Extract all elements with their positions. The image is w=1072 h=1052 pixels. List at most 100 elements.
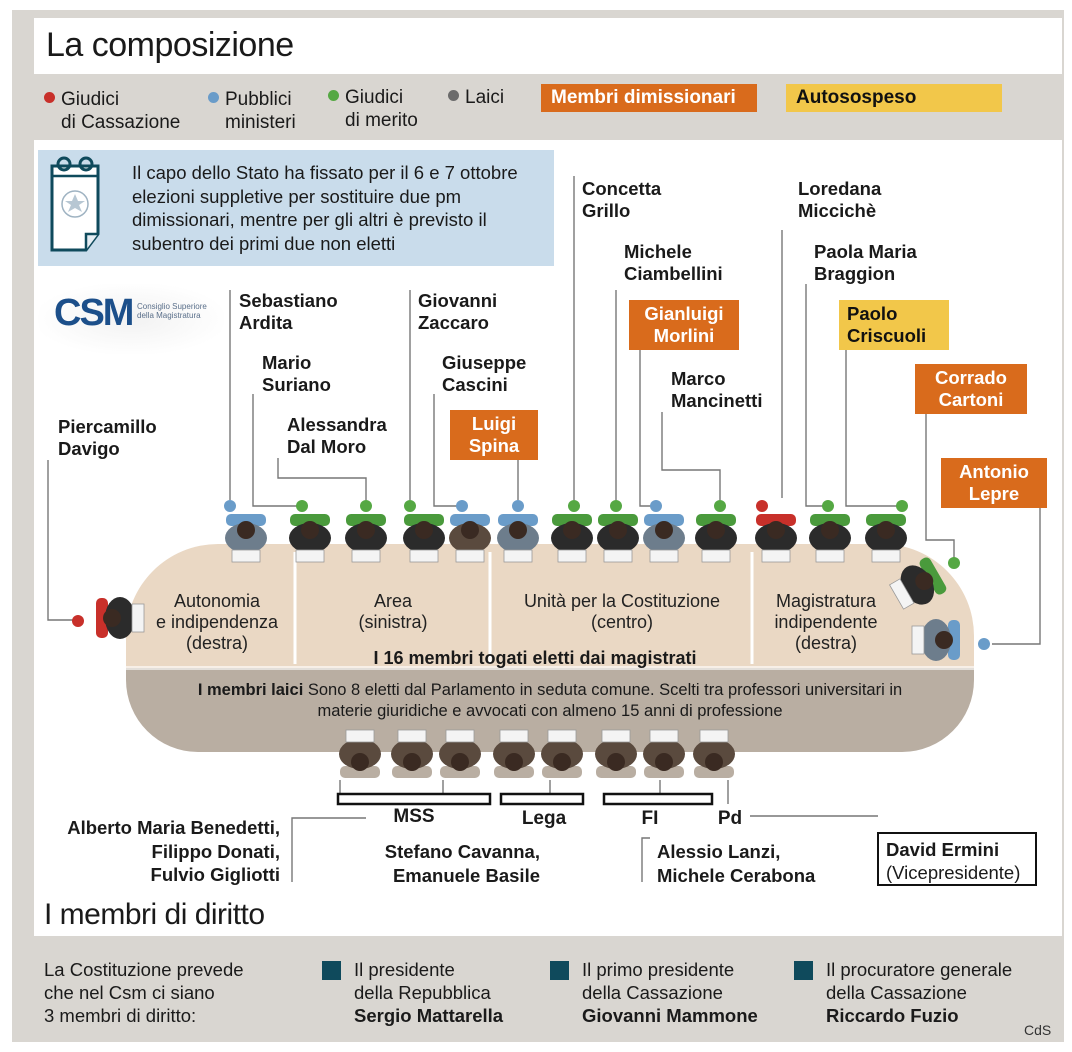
role-dot-icon (650, 500, 662, 512)
party-lega: Lega (521, 808, 567, 829)
ermini-name: David Ermini (886, 839, 1000, 860)
seated-member-icon (345, 514, 387, 563)
member-lepre: Antonio Lepre (941, 458, 1047, 508)
connector-lines (47, 176, 1041, 882)
seated-member-icon (497, 514, 539, 563)
member-cascini: Giuseppe Cascini (442, 352, 527, 395)
seated-member-icon (391, 729, 433, 778)
member-dalmoro: Alessandra Dal Moro (287, 414, 387, 457)
laici-lega-names: Stefano Cavanna, Emanuele Basile (384, 841, 540, 886)
seated-member-icon (551, 514, 593, 563)
gray-dot-icon (448, 90, 459, 101)
csm-logo-sub: Consiglio Superiore della Magistratura (137, 302, 207, 320)
diritto-name-3: Riccardo Fuzio (826, 1005, 959, 1026)
ermini-role: (Vicepresidente) (886, 862, 1021, 883)
green-dot-icon (328, 90, 339, 101)
laici-description: I membri laici Sono 8 eletti dal Parlame… (190, 680, 910, 722)
seated-member-icon (865, 514, 907, 563)
note-box (38, 150, 554, 266)
seated-member-icon (541, 729, 583, 778)
member-criscuoli: Paolo Criscuoli (839, 300, 949, 350)
laici-mss-names: Alberto Maria Benedetti, Filippo Donati,… (67, 817, 280, 885)
seated-member-icon (96, 597, 145, 639)
role-dot-icon (978, 638, 990, 650)
role-dot-icon (756, 500, 768, 512)
csm-logo (38, 284, 224, 354)
role-dot-icon (948, 557, 960, 569)
seated-member-icon (597, 514, 639, 563)
page-title: La composizione (46, 26, 294, 64)
seated-member-icon (643, 729, 685, 778)
role-dot-icon (360, 500, 372, 512)
role-dot-icon (72, 615, 84, 627)
diritto-item-2: Il primo presidente della Cassazione Gio… (550, 958, 758, 1027)
seated-member-icon (889, 557, 947, 610)
legend-pm: Pubblici ministeri (208, 88, 296, 134)
section-unicost: Unità per la Costituzione (centro) (523, 591, 721, 632)
legend-laici: Laici (448, 86, 504, 109)
role-dot-icon (822, 500, 834, 512)
seated-member-icon (695, 514, 737, 563)
seated-member-icon (449, 514, 491, 563)
role-dot-icon (896, 500, 908, 512)
member-zaccaro: Giovanni Zaccaro (418, 290, 498, 333)
seated-member-icon (809, 514, 851, 563)
role-dot-icon (610, 500, 622, 512)
seated-member-icon (225, 514, 267, 563)
seated-member-icon (339, 729, 381, 778)
party-mss: MSS (393, 806, 435, 827)
role-dot-icon (296, 500, 308, 512)
laici-text: Sono 8 eletti dal Parlamento in seduta c… (307, 681, 903, 720)
seated-member-icon (439, 729, 481, 778)
legend-dimissionari: Membri dimissionari (541, 84, 757, 112)
role-dot-icon (568, 500, 580, 512)
role-dot-icon (224, 500, 236, 512)
diritto-role-3: Il procuratore generale della Cassazione (826, 959, 1013, 1003)
title-bar (34, 18, 1062, 74)
role-dot-icon (404, 500, 416, 512)
member-suriano: Mario Suriano (262, 352, 331, 395)
laici-fi-names: Alessio Lanzi, Michele Cerabona (657, 841, 816, 886)
seats (72, 500, 990, 778)
seated-member-icon (289, 514, 331, 563)
red-dot-icon (44, 92, 55, 103)
seated-member-icon (755, 514, 797, 563)
seated-member-icon (493, 729, 535, 778)
square-icon (550, 961, 569, 980)
diritto-intro: La Costituzione prevede che nel Csm ci s… (44, 959, 244, 1026)
member-ciambellini: Michele Ciambellini (624, 241, 723, 284)
seated-member-icon (693, 729, 735, 778)
legend-cassazione: Giudici di Cassazione (44, 88, 180, 134)
role-dot-icon (714, 500, 726, 512)
role-dot-icon (456, 500, 468, 512)
section-autonomia: Autonomia e indipendenza (destra) (155, 591, 279, 653)
seated-member-icon (595, 729, 637, 778)
legend-laici-label: Laici (465, 87, 505, 108)
legend-pm-label: Pubblici ministeri (225, 89, 296, 133)
legend-merito: Giudici di merito (328, 86, 418, 132)
laici-bold: I membri laici (197, 681, 304, 699)
square-icon (794, 961, 813, 980)
member-cartoni: Corrado Cartoni (915, 364, 1027, 414)
note-text: Il capo dello Stato ha fissato per il 6 … (132, 162, 518, 254)
seated-member-icon (403, 514, 445, 563)
diritto-name-1: Sergio Mattarella (354, 1005, 504, 1026)
role-dot-icon (512, 500, 524, 512)
vicepresidente-box (877, 832, 1037, 886)
togati-label: I 16 membri togati eletti dai magistrati (373, 648, 697, 668)
square-icon (322, 961, 341, 980)
csm-logo-text: CSM (54, 292, 134, 334)
legend-autosospeso: Autosospeso (786, 84, 1002, 112)
diritto-role-2: Il primo presidente della Cassazione (582, 959, 735, 1003)
legend-cassazione-label: Giudici di Cassazione (61, 89, 181, 133)
member-spina: Luigi Spina (450, 410, 538, 460)
member-davigo: Piercamillo Davigo (58, 416, 157, 459)
member-braggion: Paola Maria Braggion (814, 241, 917, 284)
diritto-item-1: Il presidente della Repubblica Sergio Ma… (322, 958, 503, 1027)
seated-member-icon (911, 619, 960, 661)
diritto-title: I membri di diritto (44, 898, 265, 931)
party-brackets (336, 792, 714, 806)
legend-merito-label: Giudici di merito (345, 87, 418, 131)
